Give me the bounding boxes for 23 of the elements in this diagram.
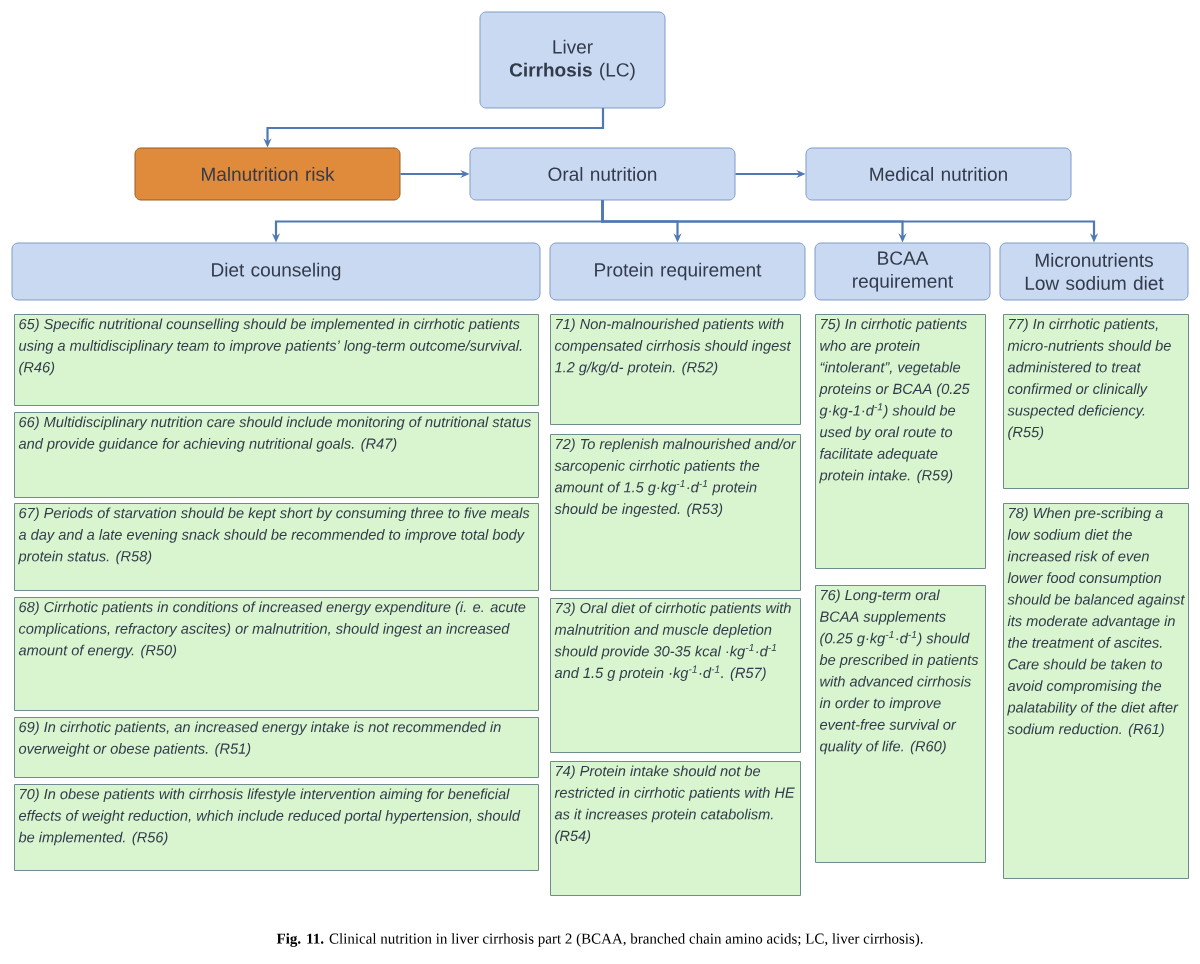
recommendation-box: 68) Cirrhotic patients in conditions of increased energy expenditure (i. e. acute complications, refractory ascites) or malnutrition, should ingest an increased amount of energy. (R50) [14,597,539,711]
recommendation-box: 77) In cirrhotic patients, micro-nutrients should be administered to treat confirmed or clinically suspected deficiency. (R55) [1003,314,1189,489]
recommendation-box: 74) Protein intake should not be restricted in cirrhotic patients with HE as it increases protein catabolism. (R54) [550,761,801,896]
category-box: Diet counseling [11,242,541,301]
recommendation-box: 69) In cirrhotic patients, an increased energy intake is not recommended in overweight or obese patients. (R51) [14,717,539,778]
recommendation-box: 76) Long-term oral BCAA supplements (0.25 g·kg$^{-1}$·d$^{-1}$) should be prescribed in patients with advanced cirrhosis in order to improve event-free survival or quality of life. (R60) [815,585,986,863]
recommendation-box: 65) Specific nutritional counselling should be implemented in cirrhotic patients using a multidisciplinary team to improve patients’ long-term outcome/survival. (R46) [14,314,539,406]
recommendation-box: 78) When pre-scribing a low sodium diet the increased risk of even lower food consumption should be balanced against its moderate advantage in the treatment of ascites. Care should be taken to avoid compromising the palatability of the diet after sodium reduction. (R61) [1003,503,1189,879]
caption: Fig. 11. Clinical nutrition in liver cirrhosis part 2 (BCAA, branched chain amino acids; LC, liver cirrhosis). [276,933,923,947]
category-box: Protein requirement [549,242,806,301]
category-box: Micronutrients Low sodium diet [999,242,1189,301]
category-box: Medical nutrition [805,147,1072,201]
recommendation-box: 71) Non-malnourished patients with compensated cirrhosis should ingest 1.2 g/kg/d- protein. (R52) [550,314,801,425]
category-box: BCAA requirement [814,242,991,301]
recommendation-box: 66) Multidisciplinary nutrition care should include monitoring of nutritional status and provide guidance for achieving nutritional goals. (R47) [14,412,539,498]
recommendation-box: 75) In cirrhotic patients who are protein “intolerant”, vegetable proteins or BCAA (0.25 g·kg-1·d$^{-1}$) should be used by oral route to facilitate adequate protein intake. (R59) [815,314,986,569]
category-box: Oral nutrition [469,147,736,201]
top-box: Liver Cirrhosis (LC) [479,11,666,109]
recommendation-box: 67) Periods of starvation should be kept short by consuming three to five meals a day and a late evening snack should be recommended to improve total body protein status. (R58) [14,503,539,591]
recommendation-box: 73) Oral diet of cirrhotic patients with malnutrition and muscle depletion should provide 30-35 kcal ·kg$^{-1}$·d$^{-1}$ and 1.5 g protein ·kg$^{-1}$·d$^{-1}$. (R57) [550,598,801,753]
recommendation-box: 72) To replenish malnourished and/or sarcopenic cirrhotic patients the amount of 1.5 g·kg$^{-1}$·d$^{-1}$ protein should be ingested. (R53) [550,434,801,591]
risk-box: Malnutrition risk [134,147,401,201]
recommendation-box: 70) In obese patients with cirrhosis lifestyle intervention aiming for beneficial effects of weight reduction, which include reduced portal hypertension, should be implemented. (R56) [14,784,539,871]
